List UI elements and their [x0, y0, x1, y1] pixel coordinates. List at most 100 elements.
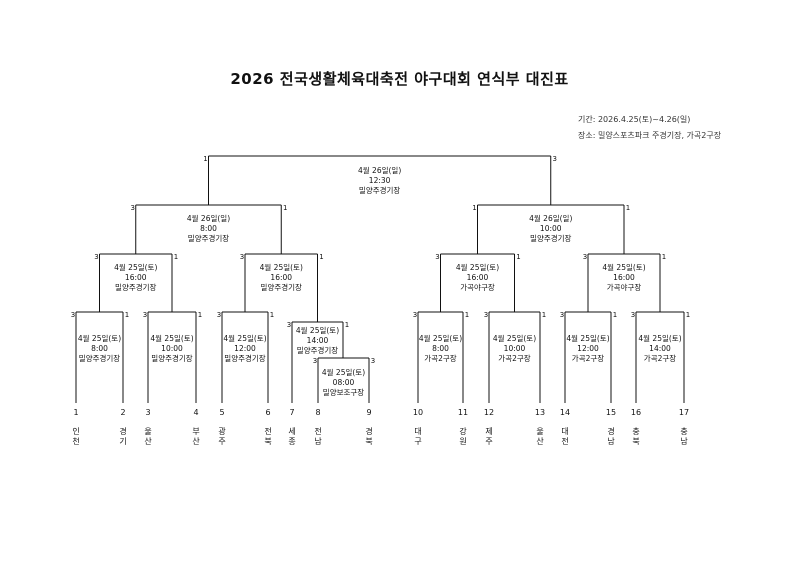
match-date: 4월 25일(토): [259, 263, 303, 272]
seat-number: 3: [552, 155, 557, 163]
match-venue: 가곡2구장: [571, 354, 605, 363]
team-name: 세종: [288, 427, 296, 446]
team-number: 9: [366, 408, 372, 417]
match-venue: 밀양주경기장: [530, 234, 572, 243]
match-venue: 밀양주경기장: [187, 234, 230, 243]
match-venue: 밀양주경기장: [358, 186, 401, 195]
seat-number: 1: [173, 253, 179, 261]
match-time: 16:00: [270, 273, 293, 282]
match-date: 4월 25일(토): [321, 368, 366, 377]
seat-number: 3: [286, 321, 292, 329]
team-name: 강원: [459, 427, 467, 446]
match-venue: 가곡야구장: [460, 283, 495, 292]
match-time: 16:00: [466, 273, 489, 282]
seat-number: 3: [312, 357, 318, 365]
page-title: 2026 전국생활체육대축전 야구대회 연식부 대진표: [230, 70, 569, 88]
tournament-period: 기간: 2026.4.25(토)~4.26(일): [578, 115, 691, 124]
match-venue: 밀양주경기장: [224, 354, 266, 363]
team-number: 10: [412, 408, 424, 417]
team-number: 13: [534, 408, 546, 417]
match-time: 10:00: [503, 344, 526, 353]
seat-number: 1: [541, 311, 547, 319]
team-name: 제주: [485, 427, 493, 446]
team-name: 충남: [680, 427, 688, 446]
team-name: 대구: [414, 427, 422, 446]
match-venue: 가곡2구장: [643, 354, 677, 363]
team-number: 11: [457, 408, 469, 417]
team-number: 15: [605, 408, 617, 417]
match-venue: 밀양보조구장: [322, 388, 365, 397]
seat-number: 3: [412, 311, 418, 319]
match-time: 8:00: [200, 224, 217, 233]
match-date: 4월 25일(토): [602, 263, 646, 272]
match-date: 4월 25일(토): [566, 334, 610, 343]
seat-number: 3: [216, 311, 222, 319]
seat-number: 3: [435, 253, 440, 261]
team-name: 경기: [119, 427, 127, 446]
team-number: 7: [289, 408, 295, 417]
team-number: 6: [265, 408, 271, 417]
seat-number: 1: [516, 253, 521, 261]
team-name: 전북: [264, 427, 272, 446]
match-time: 08:00: [332, 378, 355, 387]
team-number: 3: [145, 408, 151, 417]
match-time: 10:00: [161, 344, 183, 353]
seat-number: 1: [319, 253, 324, 261]
team-number: 1: [73, 408, 79, 417]
match-date: 4월 25일(토): [418, 334, 463, 343]
team-number: 12: [483, 408, 495, 417]
match-time: 12:30: [368, 176, 391, 185]
match-date: 4월 26일(일): [357, 166, 402, 175]
seat-number: 1: [269, 311, 275, 319]
match-time: 12:00: [234, 344, 256, 353]
match-date: 4월 25일(토): [150, 334, 194, 343]
team-number: 17: [678, 408, 690, 417]
seat-number: 3: [142, 311, 148, 319]
team-number: 16: [630, 408, 642, 417]
match-venue: 밀양주경기장: [115, 283, 157, 292]
match-date: 4월 25일(토): [492, 334, 537, 343]
match-date: 4월 25일(토): [77, 334, 122, 343]
team-name: 부산: [192, 427, 200, 446]
match-venue: 밀양주경기장: [151, 354, 193, 363]
team-name: 인천: [72, 427, 80, 446]
team-name: 광주: [218, 427, 226, 446]
seat-number: 3: [483, 311, 489, 319]
seat-number: 1: [612, 311, 618, 319]
match-venue: 밀양주경기장: [78, 354, 121, 363]
seat-number: 3: [559, 311, 565, 319]
team-name: 대전: [561, 427, 569, 446]
seat-number: 1: [124, 311, 130, 319]
tournament-venue: 장소: 밀양스포츠파크 주경기장, 가곡2구장: [578, 131, 722, 140]
team-number: 8: [315, 408, 321, 417]
match-date: 4월 25일(토): [455, 263, 500, 272]
match-date: 4월 26일(일): [186, 214, 231, 223]
match-date: 4월 25일(토): [114, 263, 158, 272]
seat-number: 3: [582, 253, 588, 261]
match-date: 4월 26일(일): [529, 214, 573, 223]
match-time: 12:00: [577, 344, 599, 353]
team-number: 2: [120, 408, 126, 417]
match-venue: 밀양주경기장: [296, 346, 339, 355]
match-time: 16:00: [124, 273, 147, 282]
match-time: 8:00: [91, 344, 108, 353]
seat-number: 1: [685, 311, 691, 319]
match-date: 4월 25일(토): [223, 334, 267, 343]
seat-number: 3: [239, 253, 245, 261]
match-date: 4월 25일(토): [638, 334, 682, 343]
seat-number: 1: [283, 204, 288, 212]
